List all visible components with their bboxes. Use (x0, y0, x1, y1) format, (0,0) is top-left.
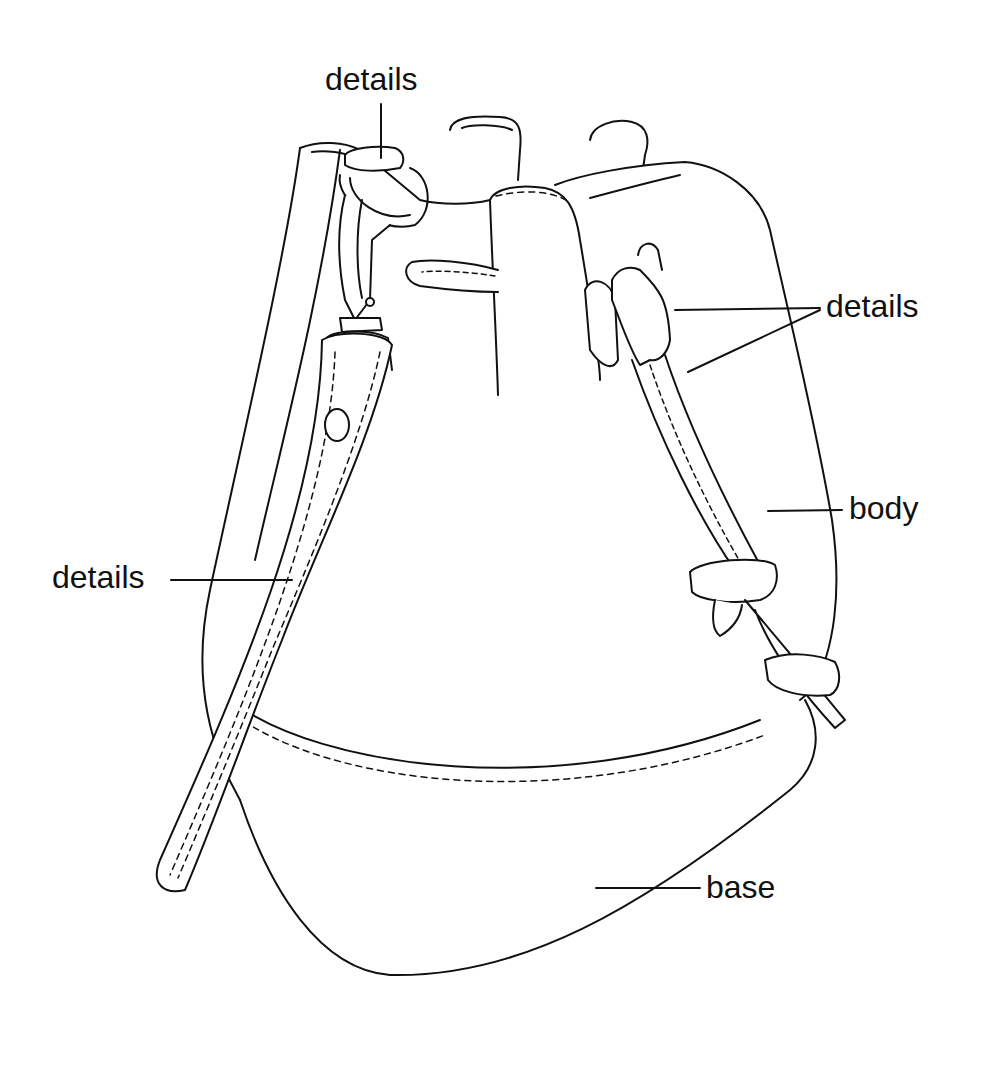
part-label: details (826, 287, 919, 325)
part-label: details (325, 60, 418, 98)
part-label: details (52, 558, 145, 596)
part-label: body (849, 489, 918, 527)
part-label: base (706, 868, 775, 906)
